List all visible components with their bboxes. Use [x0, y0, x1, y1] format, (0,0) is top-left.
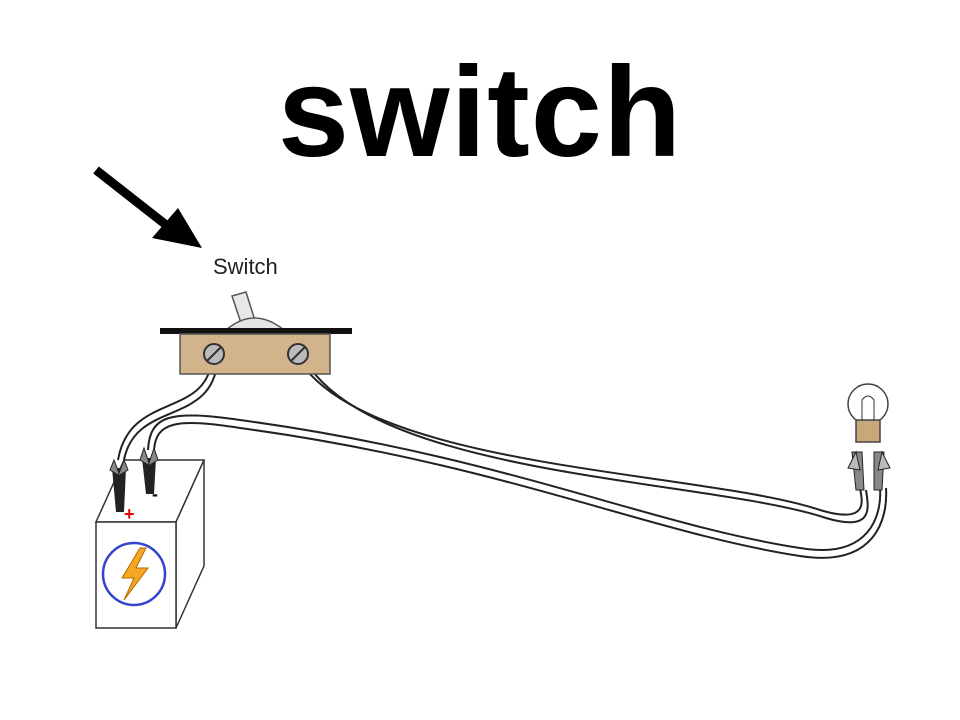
screw-terminal-right — [287, 343, 309, 365]
bulb-base — [855, 419, 881, 443]
arrow-icon — [93, 166, 202, 248]
bulb-filament — [861, 395, 875, 420]
wire-switch-to-bulb — [295, 354, 863, 516]
bulb-glass — [847, 383, 889, 425]
wire-battery-negative-to-bulb — [147, 414, 882, 551]
bulb-right-clip — [873, 450, 891, 491]
battery-negative-clip — [139, 446, 159, 494]
wires — [117, 354, 888, 559]
bulb-left-clip — [847, 450, 865, 491]
page-title: switch — [277, 41, 683, 184]
wire-switch-to-battery-positive — [117, 354, 213, 461]
light-bulb — [847, 383, 889, 443]
battery-positive-label: + — [124, 504, 135, 524]
switch-plate — [160, 328, 352, 334]
toggle-switch — [160, 291, 352, 375]
battery-negative-label: - — [152, 484, 158, 504]
battery-positive-clip — [109, 458, 129, 512]
lightning-bolt-icon — [121, 547, 149, 601]
switch-label: Switch — [213, 254, 278, 279]
screw-terminal-left — [203, 343, 225, 365]
